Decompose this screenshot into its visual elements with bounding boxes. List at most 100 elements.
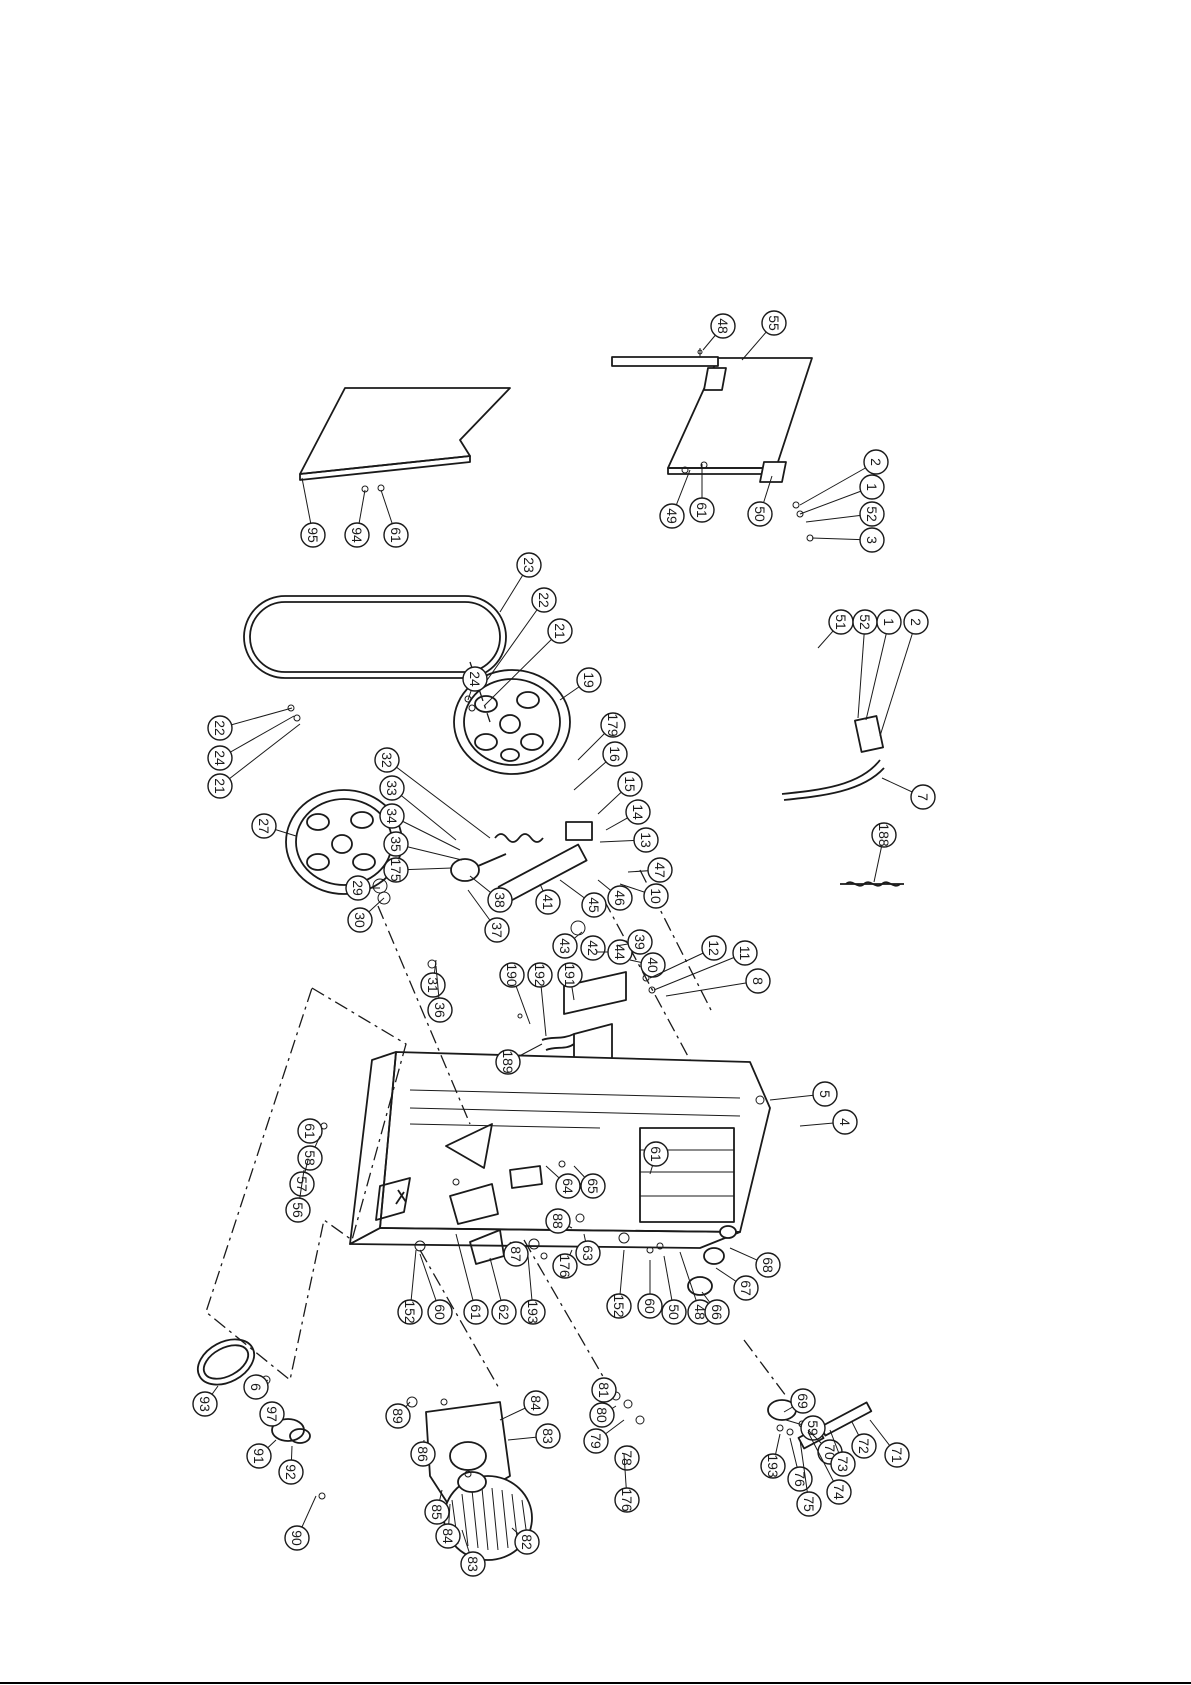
callout-61: 61 — [380, 489, 409, 548]
callout-43: 43 — [552, 931, 583, 959]
callout-number: 61 — [648, 1146, 664, 1162]
callout-bubble — [207, 715, 233, 741]
callout-bubble — [903, 609, 929, 635]
switch-box-illustration — [541, 971, 627, 1069]
callout-bubble — [427, 1299, 453, 1325]
callout-192: 192 — [527, 962, 553, 1037]
callout-bubble — [552, 933, 578, 959]
callout-number: 2 — [908, 618, 924, 626]
callout-bubble — [606, 1293, 632, 1319]
callout-8: 8 — [665, 968, 771, 997]
callout-number: 11 — [737, 946, 753, 961]
callout-1: 1 — [865, 609, 902, 721]
callout-number: 60 — [432, 1304, 448, 1320]
callout-bubble — [637, 1293, 663, 1319]
callout-leader-line — [879, 621, 917, 737]
callout-bubble — [745, 968, 771, 994]
callout-number: 32 — [379, 752, 395, 768]
callout-bubble — [347, 907, 373, 933]
callout-number: 19 — [581, 672, 597, 688]
callout-number: 49 — [664, 508, 680, 524]
callout-84: 84 — [499, 1390, 549, 1421]
callout-leader-line — [857, 621, 866, 719]
callout-number: 63 — [580, 1245, 596, 1261]
callout-bubble — [732, 940, 758, 966]
callout-19: 19 — [559, 667, 602, 701]
callout-number: 42 — [585, 940, 601, 956]
callout-number: 193 — [525, 1300, 541, 1324]
callout-72: 72 — [851, 1421, 877, 1459]
callout-24: 24 — [207, 715, 295, 771]
callout-bubble — [859, 474, 885, 500]
callout-number: 61 — [388, 527, 404, 543]
callout-number: 46 — [612, 890, 628, 906]
callout-bubble — [790, 1388, 816, 1414]
callout-number: 1 — [881, 618, 897, 626]
callout-bubble — [627, 929, 653, 955]
callout-bubble — [583, 1428, 609, 1454]
tension-assembly-illustration — [450, 821, 593, 904]
callout-2: 2 — [799, 449, 889, 506]
callout-bubble — [581, 892, 607, 918]
callout-number: 55 — [766, 315, 782, 331]
callout-89: 89 — [385, 1401, 411, 1429]
callout-95: 95 — [300, 477, 326, 548]
callout-5: 5 — [769, 1081, 838, 1107]
callout-number: 88 — [550, 1213, 566, 1229]
callout-number: 179 — [605, 713, 621, 737]
callout-bubble — [796, 1491, 822, 1517]
callout-49: 49 — [659, 469, 691, 529]
callout-31: 31 — [420, 959, 446, 998]
table-top-illustration — [299, 387, 511, 481]
callout-12: 12 — [649, 935, 727, 979]
callout-bubble — [516, 552, 542, 578]
callout-number: 38 — [492, 892, 508, 908]
callout-3: 3 — [811, 527, 885, 553]
callout-50: 50 — [661, 1255, 687, 1325]
callout-bubble — [297, 1145, 323, 1171]
callout-bubble — [575, 1240, 601, 1266]
callout-69: 69 — [783, 1388, 816, 1414]
callout-30: 30 — [347, 897, 385, 933]
callout-leader-line — [455, 1233, 477, 1313]
callout-number: 60 — [642, 1298, 658, 1314]
callout-175: 175 — [383, 857, 453, 883]
callout-94: 94 — [344, 489, 370, 548]
callout-number: 69 — [795, 1393, 811, 1409]
table-assembly-illustration — [611, 348, 813, 483]
callout-11: 11 — [653, 940, 758, 991]
callout-62: 62 — [489, 1257, 517, 1325]
callout-number: 2 — [868, 458, 884, 466]
callout-78: 78 — [614, 1445, 640, 1471]
callout-number: 62 — [496, 1304, 512, 1320]
callout-number: 43 — [557, 938, 573, 954]
callout-number: 44 — [612, 944, 628, 960]
callout-193: 193 — [760, 1433, 786, 1479]
callout-16: 16 — [573, 741, 628, 791]
callout-bubble — [600, 712, 626, 738]
callout-number: 192 — [532, 963, 548, 987]
callout-42: 42 — [580, 935, 606, 961]
callout-bubble — [379, 803, 405, 829]
callout-bubble — [871, 822, 897, 848]
callout-number: 78 — [619, 1450, 635, 1466]
callout-number: 36 — [432, 1002, 448, 1018]
callout-number: 61 — [468, 1304, 484, 1320]
callout-bubble — [379, 775, 405, 801]
callout-bubble — [647, 857, 673, 883]
callout-bubble — [643, 883, 669, 909]
belt-pulley-illustration — [196, 1338, 311, 1444]
callout-32: 32 — [374, 747, 491, 839]
callout-number: 21 — [552, 623, 568, 639]
callout-bubble — [207, 745, 233, 771]
callout-189: 189 — [495, 1043, 543, 1075]
cable-illustration — [781, 715, 904, 887]
callout-46: 46 — [597, 879, 633, 911]
callout-7: 7 — [881, 777, 936, 810]
motor-illustration — [425, 1401, 533, 1561]
callout-number: 89 — [390, 1408, 406, 1424]
callout-number: 152 — [402, 1300, 418, 1324]
callout-27: 27 — [251, 813, 297, 839]
callout-number: 74 — [831, 1484, 847, 1500]
